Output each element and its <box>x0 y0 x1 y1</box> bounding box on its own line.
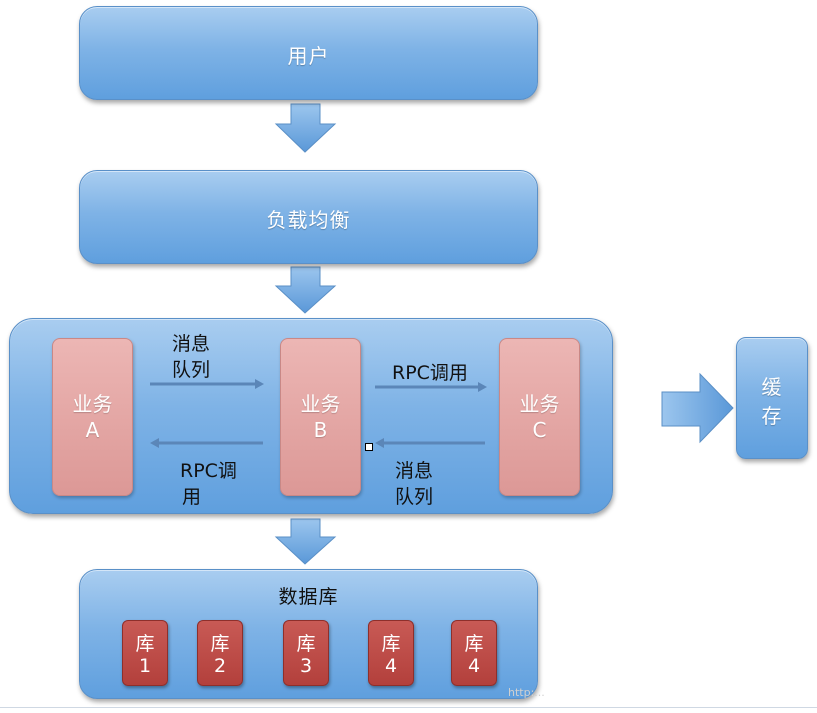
cache-label-line2: 存 <box>761 404 783 428</box>
cache-label-line1: 缓 <box>761 375 783 399</box>
db-shard-1-number: 1 <box>138 655 152 677</box>
label-b-to-c: RPC调用 <box>392 362 468 384</box>
db-shard-2: 库 2 <box>197 620 243 686</box>
label-c-to-b-line1: 消息 <box>395 460 434 482</box>
load-balancer-box: 负载均衡 <box>79 170 538 264</box>
db-shard-3-label: 库 <box>296 633 316 655</box>
service-b-name: 业务 <box>300 392 341 416</box>
down-arrow-services-to-db <box>274 518 337 565</box>
db-shard-4: 库 4 <box>368 620 414 686</box>
label-b-to-a-line2: 用 <box>182 486 202 508</box>
user-label: 用户 <box>287 44 330 68</box>
load-balancer-label: 负载均衡 <box>266 208 351 232</box>
db-shard-3-number: 3 <box>299 655 313 677</box>
db-shard-5-label: 库 <box>464 633 484 655</box>
db-shard-1-label: 库 <box>135 633 155 655</box>
arrow-b-to-a-head <box>150 438 159 448</box>
service-c-letter: C <box>532 418 547 442</box>
db-shard-2-label: 库 <box>210 633 230 655</box>
bottom-divider <box>0 707 817 708</box>
selection-handle[interactable] <box>365 443 373 451</box>
database-label: 数据库 <box>278 586 339 608</box>
label-b-to-a-line1: RPC调 <box>180 460 237 482</box>
label-c-to-b: 消息 队列 <box>395 458 433 510</box>
arrow-b-to-c-head <box>478 382 487 392</box>
down-arrow-lb-to-services <box>274 266 337 314</box>
service-c-name: 业务 <box>519 392 560 416</box>
label-a-to-b: 消息 队列 <box>172 331 210 383</box>
db-shard-1: 库 1 <box>122 620 168 686</box>
db-shard-3: 库 3 <box>283 620 329 686</box>
user-box: 用户 <box>79 6 538 100</box>
service-c: 业务 C <box>499 338 580 496</box>
arrow-c-to-b-head <box>375 438 384 448</box>
label-c-to-b-line2: 队列 <box>395 486 434 508</box>
service-b: 业务 B <box>280 338 361 496</box>
db-shard-5-number: 4 <box>467 655 481 677</box>
db-shard-4-label: 库 <box>381 633 401 655</box>
service-b-letter: B <box>313 418 328 442</box>
service-a: 业务 A <box>52 338 133 496</box>
label-a-to-b-line1: 消息 <box>172 333 211 355</box>
service-a-name: 业务 <box>72 392 113 416</box>
label-b-to-a: RPC调 用 <box>180 458 237 510</box>
down-arrow-user-to-lb <box>274 103 337 153</box>
label-a-to-b-line2: 队列 <box>172 359 211 381</box>
db-shard-4-number: 4 <box>384 655 398 677</box>
right-arrow-to-cache <box>661 372 734 444</box>
watermark: http:... <box>508 686 545 699</box>
arrow-a-to-b-head <box>255 379 264 389</box>
db-shard-5: 库 4 <box>451 620 497 686</box>
service-a-letter: A <box>85 418 100 442</box>
db-shard-2-number: 2 <box>213 655 227 677</box>
cache-box: 缓 存 <box>736 337 808 459</box>
